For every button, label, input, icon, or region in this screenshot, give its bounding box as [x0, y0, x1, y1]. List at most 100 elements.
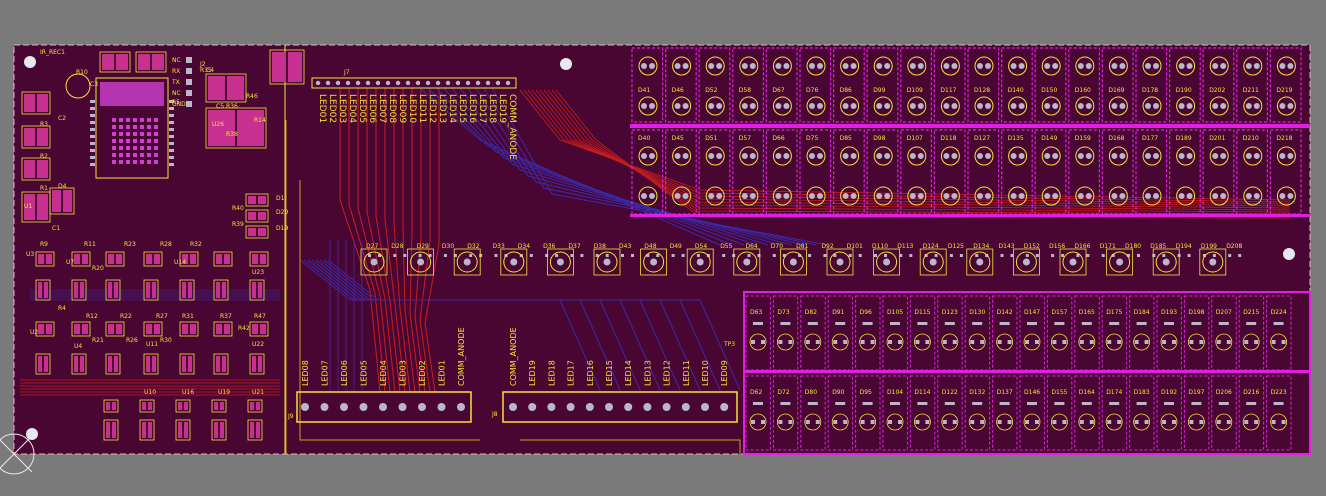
led-footprint[interactable]: D58 — [732, 47, 764, 123]
led-footprint[interactable]: D132 — [964, 375, 991, 451]
led-through-hole[interactable] — [407, 248, 435, 276]
led-footprint[interactable]: D164 — [1074, 375, 1100, 451]
led-footprint[interactable]: D210 — [1236, 129, 1269, 215]
led-footprint[interactable]: D223 — [1266, 375, 1292, 451]
resistor-footprint[interactable] — [105, 251, 125, 267]
led-footprint[interactable]: D76 — [799, 47, 832, 123]
led-footprint[interactable]: D198 — [1183, 295, 1210, 371]
led-footprint[interactable]: D109 — [900, 47, 932, 123]
led-footprint[interactable]: D107 — [900, 129, 932, 215]
led-footprint[interactable] — [245, 209, 269, 223]
led-through-hole[interactable] — [966, 248, 994, 276]
resistor-footprint[interactable] — [71, 251, 91, 267]
led-through-hole[interactable] — [1199, 248, 1227, 276]
led-footprint[interactable]: D215 — [1238, 295, 1265, 371]
resistor-footprint[interactable] — [71, 321, 91, 337]
resistor-footprint[interactable] — [213, 251, 233, 267]
led-footprint[interactable]: D62 — [745, 375, 771, 451]
led-footprint[interactable] — [245, 193, 269, 207]
led-footprint[interactable]: D128 — [967, 47, 1000, 123]
resistor-footprint[interactable] — [139, 399, 155, 413]
power-footprint[interactable] — [205, 107, 267, 149]
led-footprint[interactable]: D91 — [827, 295, 854, 371]
led-through-hole[interactable] — [360, 248, 388, 276]
led-through-hole[interactable] — [640, 248, 667, 276]
led-footprint[interactable]: D193 — [1156, 295, 1182, 371]
led-footprint[interactable]: D160 — [1068, 47, 1101, 123]
transistor-footprint[interactable] — [103, 419, 119, 441]
led-footprint[interactable]: D73 — [772, 295, 799, 371]
led-through-hole[interactable] — [593, 248, 621, 276]
transistor-footprint[interactable] — [105, 279, 121, 301]
led-footprint[interactable]: D85 — [832, 129, 865, 215]
sensor-footprint[interactable] — [21, 125, 51, 149]
mcu-module[interactable] — [90, 77, 174, 179]
led-footprint[interactable]: D75 — [799, 129, 832, 215]
transistor-footprint[interactable] — [249, 279, 265, 301]
led-footprint[interactable]: D105 — [882, 295, 908, 371]
led-through-hole[interactable] — [1106, 248, 1133, 276]
led-footprint[interactable]: D104 — [882, 375, 908, 451]
led-footprint[interactable]: D41 — [631, 47, 664, 123]
transistor-footprint[interactable] — [71, 353, 87, 375]
led-footprint[interactable]: D135 — [1000, 129, 1033, 215]
transistor-footprint[interactable] — [175, 419, 191, 441]
transistor-footprint[interactable] — [213, 279, 229, 301]
transistor-footprint[interactable] — [35, 279, 51, 301]
led-footprint[interactable]: D150 — [1034, 47, 1067, 123]
led-through-hole[interactable] — [826, 248, 854, 276]
led-footprint[interactable]: D224 — [1266, 295, 1292, 371]
led-footprint[interactable]: D174 — [1101, 375, 1128, 451]
led-footprint[interactable]: D175 — [1101, 295, 1128, 371]
led-footprint[interactable]: D165 — [1074, 295, 1100, 371]
led-footprint[interactable]: D99 — [866, 47, 899, 123]
resistor-footprint[interactable] — [179, 251, 199, 267]
transistor-footprint[interactable] — [179, 279, 195, 301]
resistor-footprint[interactable] — [249, 321, 269, 337]
led-footprint[interactable]: D190 — [1168, 47, 1201, 123]
led-footprint[interactable]: D155 — [1046, 375, 1073, 451]
led-footprint[interactable]: D66 — [765, 129, 798, 215]
transistor-footprint[interactable] — [213, 353, 229, 375]
led-footprint[interactable]: D184 — [1129, 295, 1155, 371]
led-footprint[interactable]: D130 — [964, 295, 991, 371]
led-footprint[interactable]: D149 — [1034, 129, 1067, 215]
led-footprint[interactable]: D40 — [631, 129, 664, 215]
led-footprint[interactable]: D52 — [698, 47, 731, 123]
led-footprint[interactable]: D90 — [827, 375, 854, 451]
transistor-footprint[interactable] — [249, 353, 265, 375]
led-footprint[interactable]: D127 — [967, 129, 1000, 215]
led-footprint[interactable]: D86 — [832, 47, 865, 123]
led-footprint[interactable]: D51 — [698, 129, 731, 215]
led-footprint[interactable]: D122 — [937, 375, 963, 451]
led-footprint[interactable]: D197 — [1183, 375, 1210, 451]
led-footprint[interactable]: D98 — [866, 129, 899, 215]
led-footprint[interactable]: D211 — [1236, 47, 1269, 123]
transistor-footprint[interactable] — [139, 419, 155, 441]
led-footprint[interactable]: D218 — [1269, 129, 1302, 215]
led-footprint[interactable]: D72 — [772, 375, 799, 451]
led-footprint[interactable]: D183 — [1129, 375, 1155, 451]
transistor-footprint[interactable] — [105, 353, 121, 375]
resistor-footprint[interactable] — [211, 399, 227, 413]
led-footprint[interactable]: D142 — [992, 295, 1018, 371]
resistor-footprint[interactable] — [35, 321, 55, 337]
led-footprint[interactable]: D118 — [933, 129, 966, 215]
led-footprint[interactable]: D168 — [1101, 129, 1134, 215]
led-footprint[interactable]: D157 — [1046, 295, 1073, 371]
led-through-hole[interactable] — [547, 248, 574, 276]
led-footprint[interactable]: D45 — [664, 129, 697, 215]
resistor-footprint[interactable] — [249, 251, 269, 267]
crystal-footprint[interactable] — [135, 51, 167, 73]
transistor-footprint[interactable] — [179, 353, 195, 375]
crystal-footprint[interactable] — [99, 51, 131, 73]
led-footprint[interactable]: D140 — [1000, 47, 1033, 123]
transistor-footprint[interactable] — [143, 353, 159, 375]
led-through-hole[interactable] — [733, 248, 761, 276]
transistor-footprint[interactable] — [211, 419, 227, 441]
led-footprint[interactable]: D57 — [732, 129, 764, 215]
